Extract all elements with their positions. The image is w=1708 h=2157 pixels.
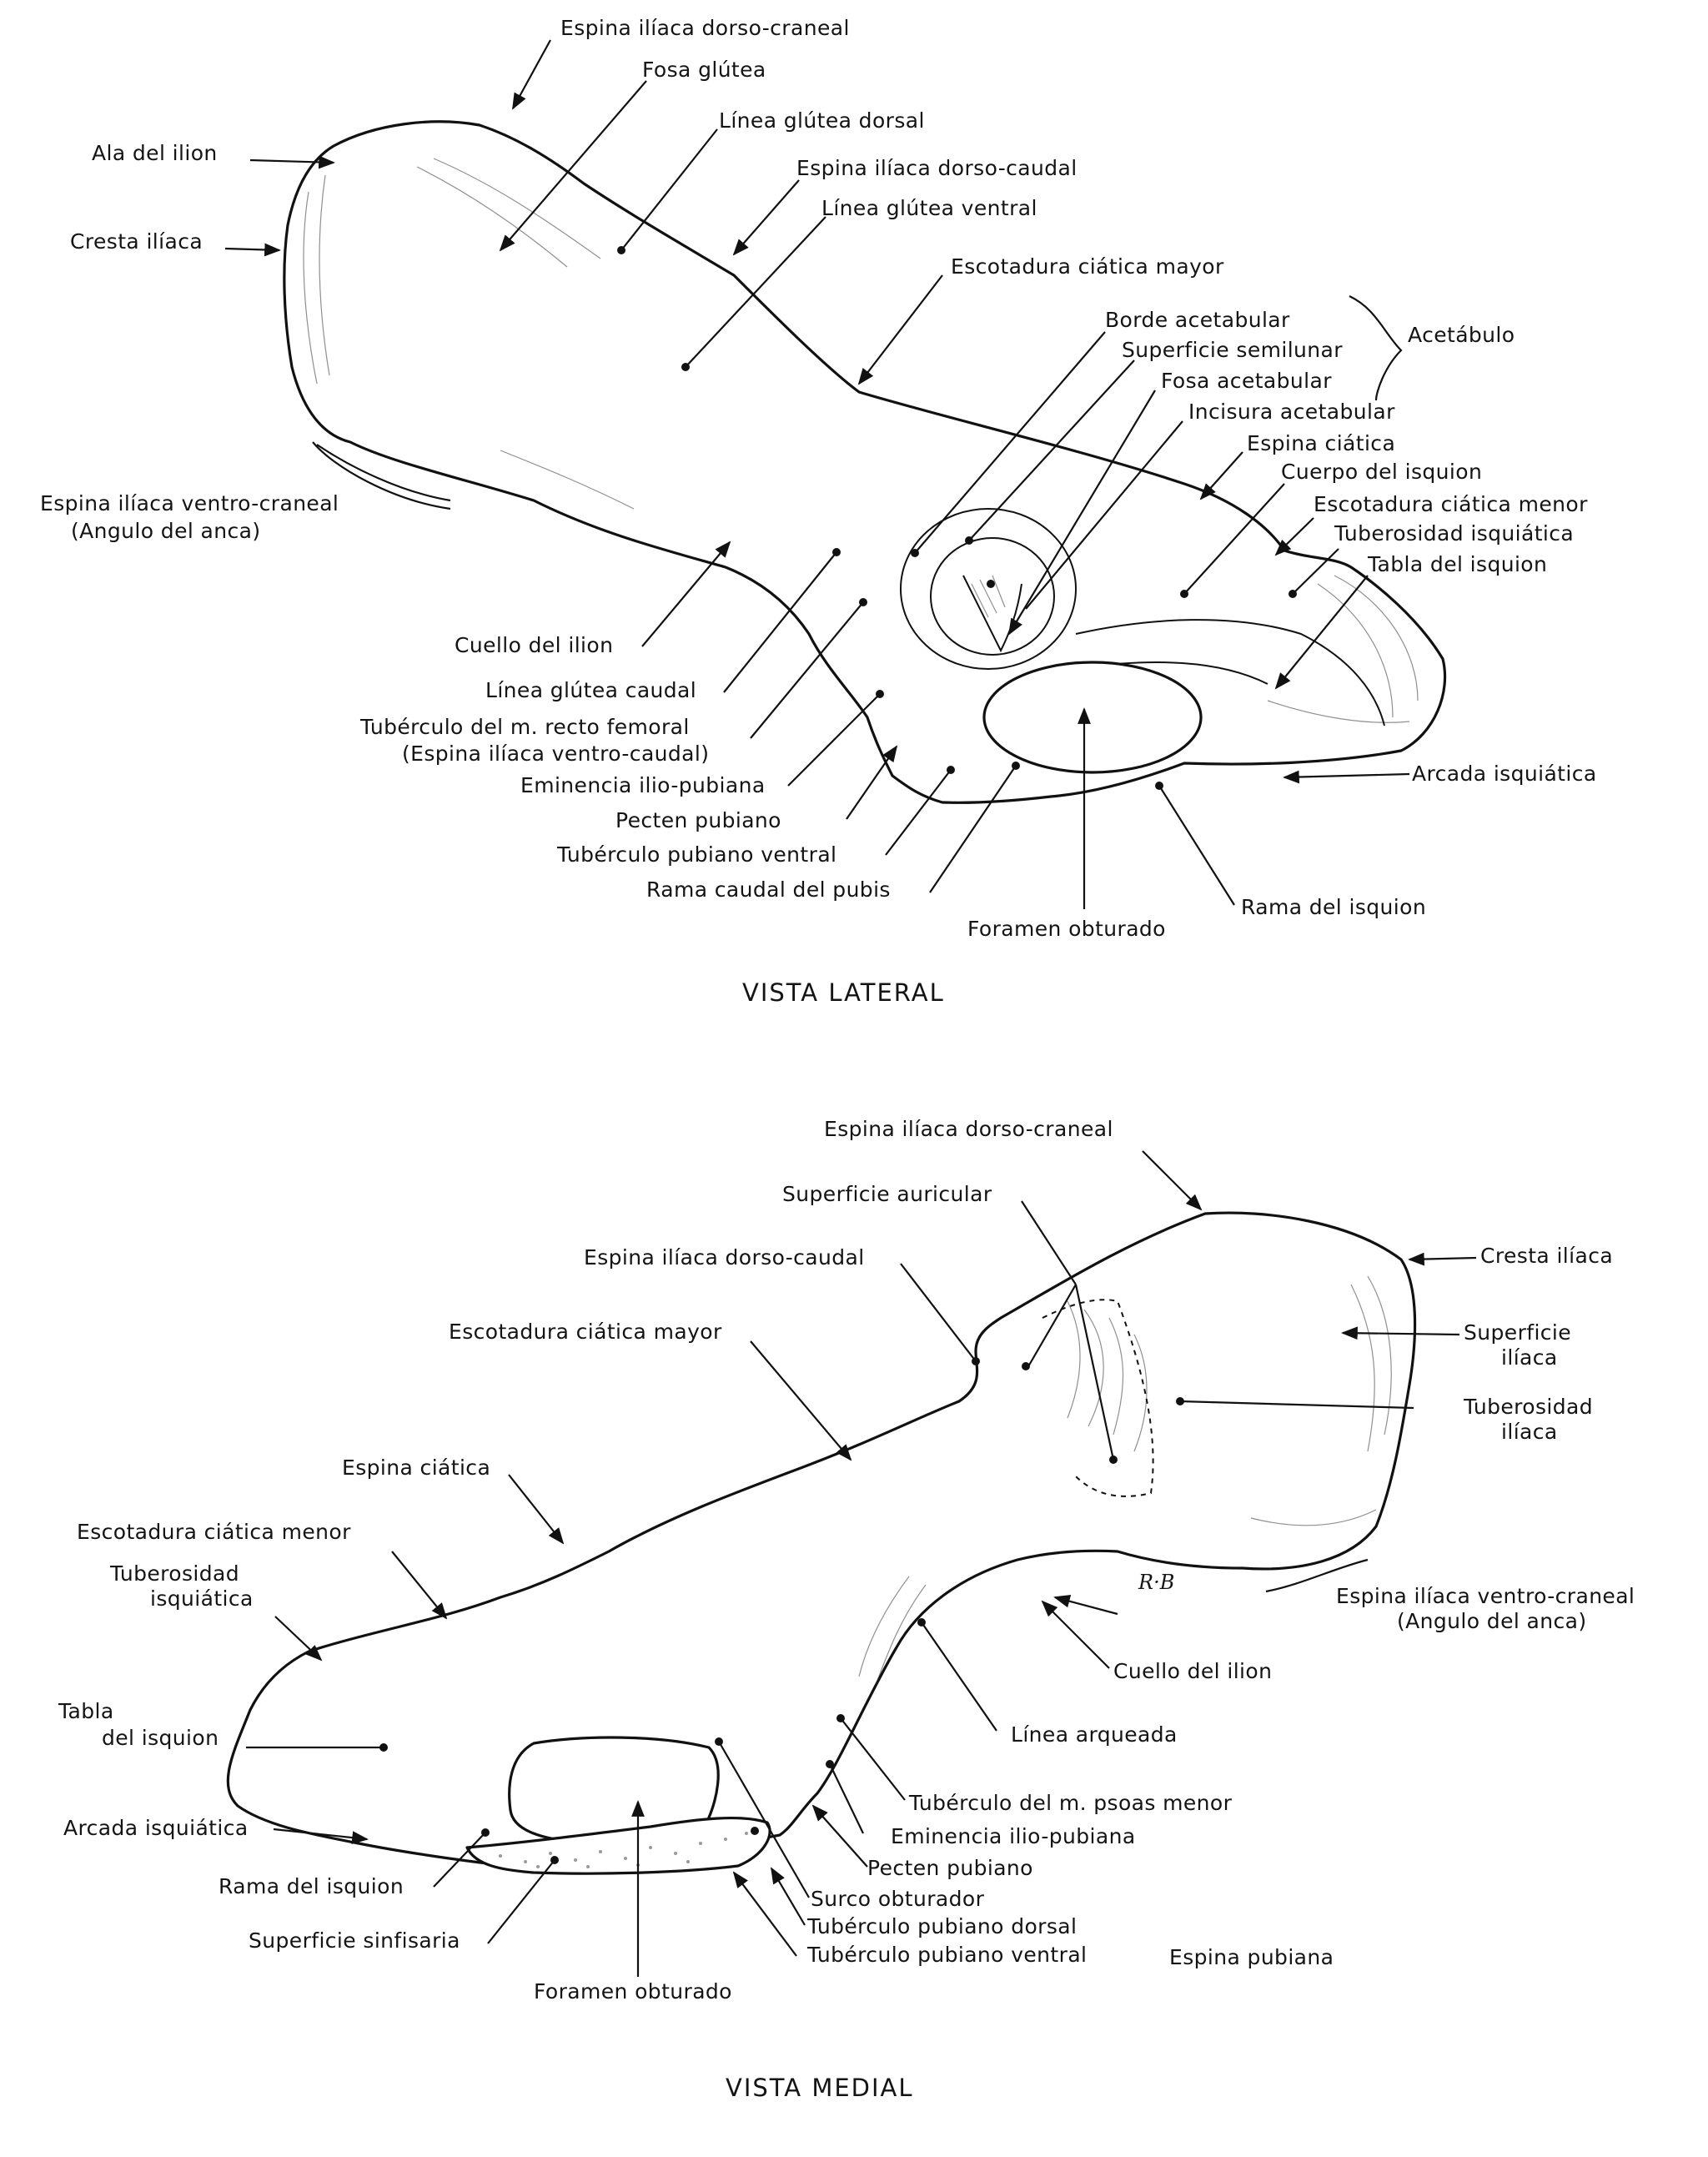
lat-label-rama-isquion: Rama del isquion [1241,895,1426,919]
med-label-superficie-iliaca-2: ilíaca [1501,1345,1558,1370]
lat-label-tuberosidad-isquiatica: Tuberosidad isquiática [1334,521,1574,546]
med-label-eminencia-iliopubiana: Eminencia ilio-pubiana [891,1824,1136,1848]
lat-label-cuello-ilion: Cuello del ilion [455,633,613,657]
med-label-esp-dc-craneal: Espina ilíaca dorso-craneal [824,1117,1113,1141]
medial-leaders [246,1150,1477,1977]
lat-label-esp-dc-craneal: Espina ilíaca dorso-craneal [560,16,850,40]
med-label-tuberosidad-iliaca-2: ilíaca [1501,1420,1558,1444]
lat-label-arcada-isquiatica: Arcada isquiática [1412,762,1597,786]
lateral-leaders [224,39,1410,909]
lat-label-cuerpo-isquion: Cuerpo del isquion [1281,460,1482,484]
med-label-surco-obturador: Surco obturador [811,1887,985,1911]
lat-label-tabla-isquion: Tabla del isquion [1367,552,1547,576]
medial-bone-outline [226,1211,1417,1871]
med-label-tuberculo-pubiano-ventral: Tubérculo pubiano ventral [806,1943,1087,1967]
med-label-rama-isquion: Rama del isquion [219,1874,404,1898]
med-label-cresta-iliaca: Cresta ilíaca [1480,1244,1613,1268]
med-label-linea-arqueada: Línea arqueada [1011,1722,1178,1747]
lat-label-superficie-semilunar: Superficie semilunar [1122,338,1343,362]
med-label-esp-dc-caudal: Espina ilíaca dorso-caudal [584,1245,865,1270]
lat-label-linea-glutea-caudal: Línea glútea caudal [485,678,696,702]
medial-caption: VISTA MEDIAL [726,2074,914,2102]
lateral-view: Espina ilíaca dorso-craneal Fosa glútea … [40,16,1597,1007]
med-label-tuberculo-pubiano-dorsal: Tubérculo pubiano dorsal [806,1914,1077,1938]
med-label-superficie-iliaca-1: Superficie [1464,1320,1571,1345]
lat-label-angulo-anca: (Angulo del anca) [71,519,261,543]
lat-label-tuberculo-pubiano-ventral: Tubérculo pubiano ventral [556,842,836,867]
medial-signature: R·B [1138,1571,1174,1594]
lat-label-ala-ilion: Ala del ilion [92,141,218,165]
med-label-esp-vc-craneal: Espina ilíaca ventro-craneal [1336,1584,1635,1608]
lat-label-tuberculo-recto: Tubérculo del m. recto femoral [359,715,690,739]
lateral-obturator-foramen [982,661,1203,774]
med-label-superficie-sinfisaria: Superficie sinfisaria [249,1928,460,1953]
lat-label-esp-vc-caudal: (Espina ilíaca ventro-caudal) [402,742,709,766]
medial-symphysial-surface [465,1816,771,1875]
lat-label-fosa-glutea: Fosa glútea [642,58,766,82]
lat-label-esp-dc-caudal: Espina ilíaca dorso-caudal [796,156,1078,180]
lat-label-incisura-acetabular: Incisura acetabular [1188,400,1395,424]
med-label-escotadura-menor: Escotadura ciática menor [77,1520,351,1544]
lateral-caption: VISTA LATERAL [742,978,945,1007]
med-label-angulo-anca: (Angulo del anca) [1397,1609,1587,1633]
med-label-foramen-obturado: Foramen obturado [534,1979,732,2004]
med-label-espina-pubiana: Espina pubiana [1169,1945,1334,1969]
lat-label-escotadura-mayor: Escotadura ciática mayor [951,254,1224,279]
lat-label-cresta-iliaca: Cresta ilíaca [70,229,203,254]
med-label-tuberosidad-isquiatica-1: Tuberosidad [109,1561,239,1586]
med-label-tuberosidad-isquiatica-2: isquiática [150,1586,254,1611]
lat-label-espina-ciatica: Espina ciática [1247,431,1395,455]
lat-label-pecten-pubiano: Pecten pubiano [615,808,781,832]
lat-label-esp-vc-craneal: Espina ilíaca ventro-craneal [40,491,339,515]
lat-label-acetabulo: Acetábulo [1408,323,1515,347]
med-label-superficie-auricular: Superficie auricular [782,1182,992,1206]
med-label-tabla-isquion-2: del isquion [102,1726,219,1750]
lat-label-linea-glutea-dorsal: Línea glútea dorsal [719,108,925,133]
lat-label-foramen-obturado: Foramen obturado [967,917,1166,941]
med-label-tuberculo-psoas: Tubérculo del m. psoas menor [908,1791,1233,1815]
lat-label-eminencia-iliopubiana: Eminencia ilio-pubiana [520,773,766,797]
lateral-labels: Espina ilíaca dorso-craneal Fosa glútea … [40,16,1597,1007]
lateral-acetabulum [900,508,1077,670]
lat-label-rama-caudal-pubis: Rama caudal del pubis [646,877,891,902]
lat-label-fosa-acetabular: Fosa acetabular [1161,369,1332,393]
med-label-pecten-pubiano: Pecten pubiano [867,1856,1033,1880]
medial-view: Espina ilíaca dorso-craneal Superficie a… [58,1117,1635,2102]
medial-labels: Espina ilíaca dorso-craneal Superficie a… [58,1117,1635,2102]
med-label-tuberosidad-iliaca-1: Tuberosidad [1463,1395,1593,1419]
med-label-espina-ciatica: Espina ciática [342,1456,490,1480]
lateral-bone-outline [283,120,1447,804]
lat-label-escotadura-menor: Escotadura ciática menor [1314,492,1588,516]
lat-label-borde-acetabular: Borde acetabular [1105,308,1290,332]
med-label-cuello-ilion: Cuello del ilion [1113,1659,1272,1683]
med-label-arcada-isquiatica: Arcada isquiática [63,1816,249,1840]
lat-label-linea-glutea-ventral: Línea glútea ventral [821,196,1037,220]
med-label-tabla-isquion-1: Tabla [58,1699,114,1723]
med-label-escotadura-mayor: Escotadura ciática mayor [449,1320,722,1344]
